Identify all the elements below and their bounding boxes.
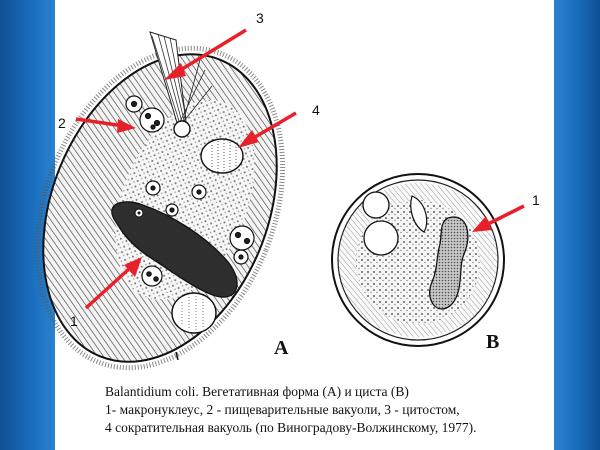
cyst — [331, 173, 505, 347]
arrow-4 — [238, 111, 297, 148]
arrow-1-a — [84, 257, 142, 310]
caption-line-2: 1- макронуклеус, 2 - пищеварительные вак… — [105, 402, 460, 417]
contractile-vacuole — [200, 138, 244, 174]
macronucleus — [111, 201, 238, 298]
caption-line-3: 4 сократительная вакуоль (по Виноградову… — [105, 420, 477, 435]
cilia-fringe — [34, 45, 286, 371]
label-2: 2 — [58, 115, 66, 131]
label-1-a: 1 — [70, 313, 78, 329]
arrow-1-b — [472, 204, 525, 232]
arrow-3 — [164, 28, 247, 80]
label-1-b: 1 — [532, 192, 540, 208]
posterior-vacuole — [171, 292, 217, 334]
panel-label-b: B — [486, 331, 499, 353]
arrow-2 — [75, 117, 136, 133]
caption-line-1: Balantidium coli. Вегетативная форма (А)… — [105, 384, 409, 399]
label-3: 3 — [256, 10, 264, 26]
background-right-band — [554, 0, 600, 450]
figure-caption: Balantidium coli. Вегетативная форма (А)… — [105, 383, 545, 437]
pointer-arrows — [75, 28, 525, 310]
panel-label-a: A — [274, 337, 289, 359]
label-4: 4 — [312, 102, 320, 118]
